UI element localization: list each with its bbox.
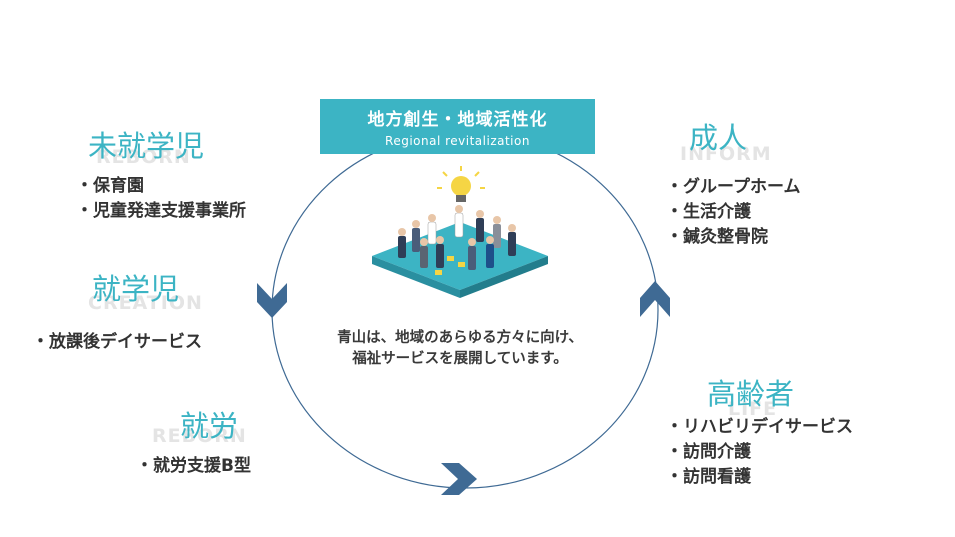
preschool-subtitle: REBORN [96,146,191,168]
list-item: ・グループホーム [666,177,801,197]
list-item: ・保育園 [76,176,144,196]
elderly-subtitle: LIFE [728,398,778,420]
list-item: ・生活介護 [666,202,751,222]
elderly-title: 高齢者 [707,377,795,411]
preschool-title: 未就学児 [88,129,205,163]
list-item: ・訪問介護 [666,442,751,462]
preschool-list: ・保育園 ・児童発達支援事業所 [76,174,246,224]
elderly-list: ・リハビリデイサービス ・訪問介護 ・訪問看護 [666,415,853,490]
work-subtitle: REBORN [152,425,247,447]
center-title-ja: 地方創生・地域活性化 [367,110,548,130]
cycle-arrow-right-icon [441,463,477,495]
adult-list: ・グループホーム ・生活介護 ・鍼灸整骨院 [666,175,800,250]
schoolage-title: 就学児 [92,272,180,306]
cycle-arrow-down-icon [257,283,287,318]
schoolage-list: ・放課後デイサービス [32,330,202,355]
work-list: ・就労支援B型 [136,454,251,479]
cycle-arrow-up-icon [640,281,670,317]
center-message: 青山は、地域のあらゆる方々に向け、 福祉サービスを展開しています。 [300,328,620,370]
center-title-en: Regional revitalization [385,134,530,148]
community-illustration [372,166,548,298]
list-item: ・児童発達支援事業所 [76,201,246,221]
list-item: ・鍼灸整骨院 [666,227,768,247]
adult-subtitle: INFORM [680,143,772,165]
schoolage-subtitle: CREATION [88,292,203,314]
center-message-line2: 福祉サービスを展開しています。 [352,351,568,367]
list-item: ・リハビリデイサービス [666,417,853,437]
list-item: ・就労支援B型 [136,456,251,476]
center-message-line1: 青山は、地域のあらゆる方々に向け、 [337,330,583,346]
list-item: ・放課後デイサービス [32,332,202,352]
work-title: 就労 [180,409,239,443]
center-title-box: 地方創生・地域活性化 Regional revitalization [320,99,595,154]
list-item: ・訪問看護 [666,467,751,487]
adult-title: 成人 [689,121,748,155]
light-bulb-icon [437,166,485,202]
